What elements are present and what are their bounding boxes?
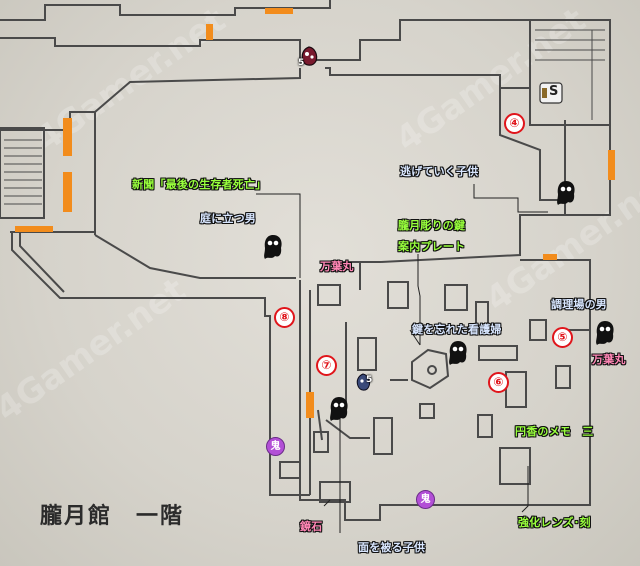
label-fleeing-child: 逃げていく子供 — [400, 165, 479, 178]
ghost-icon — [264, 235, 282, 259]
ghost-icon — [596, 321, 614, 345]
label-mirror-stone: 鏡石 — [300, 520, 323, 533]
label-manyo-a: 万葉丸 — [320, 260, 354, 273]
marker-7: ⑦ — [316, 355, 337, 376]
ghost-icon — [557, 181, 575, 205]
spirit-stone-icon — [301, 46, 318, 66]
label-cook-man: 調理場の男 — [551, 298, 607, 311]
marker-6: ⑥ — [488, 372, 509, 393]
spirit-stone-icon — [356, 373, 371, 391]
oni-icon: 鬼 — [266, 437, 285, 456]
label-newspaper: 新聞「最後の生存者死亡」 — [132, 178, 267, 191]
label-garden-man: 庭に立つ男 — [200, 212, 256, 225]
stone-count: 5 — [366, 375, 373, 385]
label-carved-key: 朧月彫りの鍵 — [398, 219, 466, 232]
marker-5: ⑤ — [552, 327, 573, 348]
map-title: 朧月館 一階 — [40, 503, 185, 529]
oni-icon: 鬼 — [416, 490, 435, 509]
marker-4: ④ — [504, 113, 525, 134]
save-point-label: S — [549, 84, 559, 99]
label-masked-child: 面を被る子供 — [358, 541, 426, 554]
label-nurse: 鍵を忘れた看護婦 — [412, 323, 502, 336]
ghost-icon — [330, 397, 348, 421]
stone-count: 5 — [298, 58, 305, 68]
save-point-icon — [539, 82, 563, 104]
marker-8: ⑧ — [274, 307, 295, 328]
ghost-icon — [449, 341, 467, 365]
label-madoka-memo: 円香のメモ 三 — [515, 425, 594, 438]
label-manyo-b: 万葉丸 — [592, 353, 626, 366]
label-lens-enhance: 強化レンズ･刻 — [518, 516, 591, 529]
label-guide-plate: 案内プレート — [398, 240, 466, 253]
